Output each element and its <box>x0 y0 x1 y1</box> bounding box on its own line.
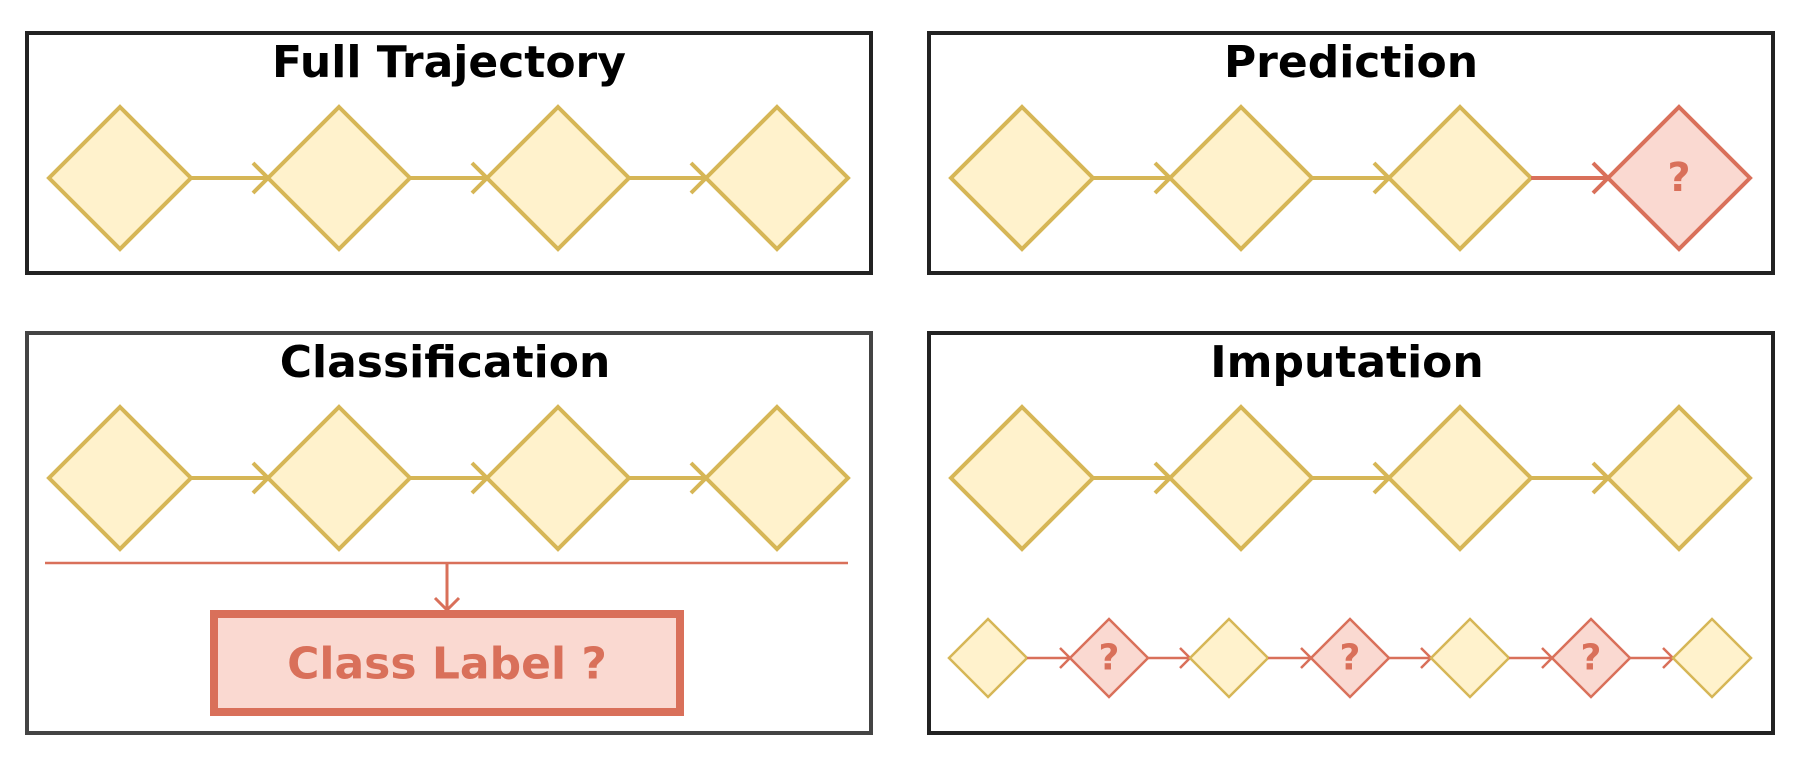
classification-node-2 <box>265 404 413 552</box>
full-trajectory-title: Full Trajectory <box>272 37 626 88</box>
classification-title: Classification <box>280 337 611 388</box>
full-trajectory-node-2 <box>265 104 413 252</box>
prediction-title: Prediction <box>1224 37 1478 88</box>
imputation-node-4 <box>1605 404 1753 552</box>
full-trajectory-node-4 <box>703 104 851 252</box>
diagram-shapes: ? Class Label ???? <box>45 104 1753 716</box>
prediction-node-2 <box>1167 104 1315 252</box>
prediction-node-1 <box>948 104 1096 252</box>
imputation-node-2 <box>1167 404 1315 552</box>
prediction-unknown-mark: ? <box>1667 155 1690 201</box>
imputation-small-node <box>1671 617 1753 699</box>
imputation-unknown-mark: ? <box>1099 638 1120 679</box>
imputation-small-node <box>947 617 1029 699</box>
full-trajectory-node-1 <box>46 104 194 252</box>
imputation-small-node <box>1188 617 1270 699</box>
imputation-small-node <box>1429 617 1511 699</box>
classification-node-3 <box>484 404 632 552</box>
imputation-title: Imputation <box>1210 337 1483 388</box>
imputation-missing-node <box>1550 617 1632 699</box>
imputation-unknown-mark: ? <box>1581 638 1602 679</box>
class-label-box <box>210 610 684 716</box>
imputation-missing-node <box>1309 617 1391 699</box>
imputation-node-1 <box>948 404 1096 552</box>
full-trajectory-node-3 <box>484 104 632 252</box>
classification-node-4 <box>703 404 851 552</box>
classification-node-1 <box>46 404 194 552</box>
class-label-text: Class Label ? <box>287 639 607 690</box>
classification-panel <box>25 331 873 735</box>
imputation-missing-node <box>1068 617 1150 699</box>
prediction-missing-node <box>1605 104 1753 252</box>
prediction-node-3 <box>1386 104 1534 252</box>
imputation-node-3 <box>1386 404 1534 552</box>
imputation-unknown-mark: ? <box>1340 638 1361 679</box>
